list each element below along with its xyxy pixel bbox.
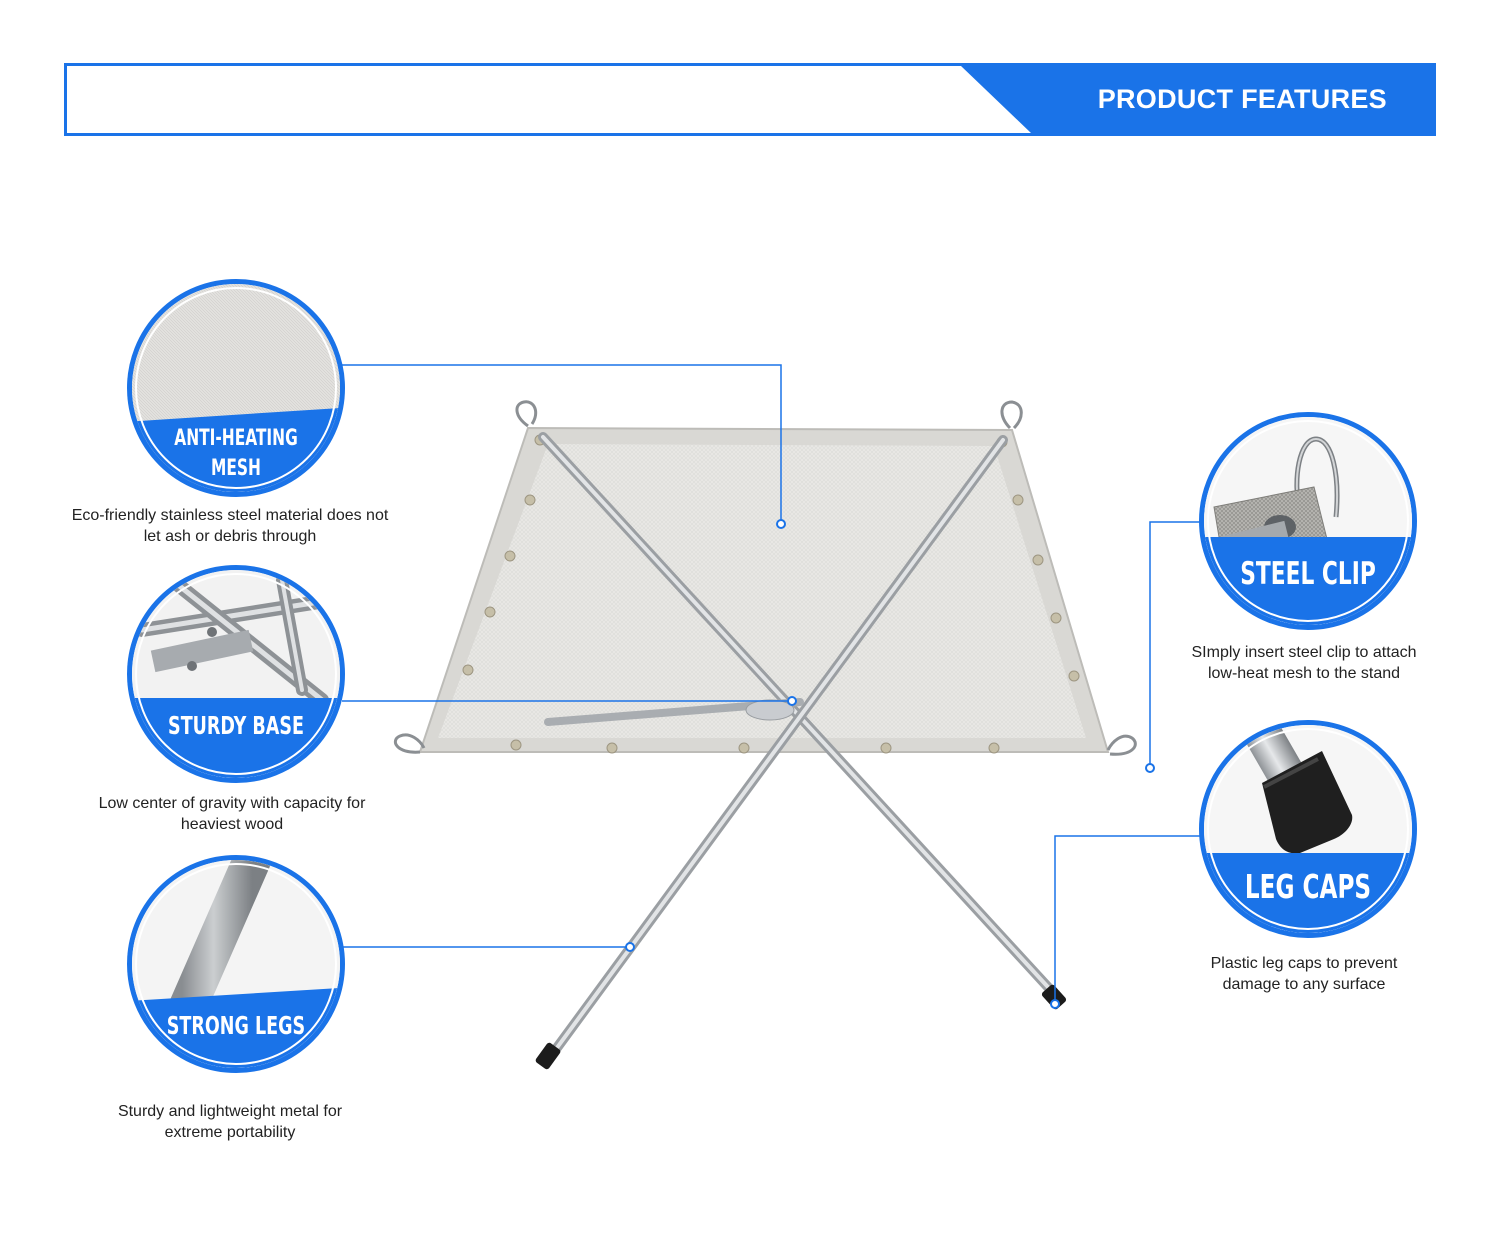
feature-circle-anti-heating-mesh: ANTI-HEATING MESH <box>127 279 345 497</box>
feature-circle-sturdy-base: STURDY BASE <box>127 565 345 783</box>
caption-line: damage to any surface <box>1222 976 1386 993</box>
feature-label: STRONG LEGS <box>166 1011 306 1040</box>
header-accent-fill <box>961 66 1433 133</box>
feature-label: STURDY BASE <box>168 711 304 740</box>
caption-line: Plastic leg caps to prevent <box>1210 955 1398 972</box>
stand-legs <box>535 432 1067 1070</box>
label-band <box>1204 537 1412 625</box>
caption-line: let ash or debris through <box>143 528 317 545</box>
feature-caption-anti-heating-mesh: Eco-friendly stainless steel material do… <box>50 505 410 547</box>
feature-caption-strong-legs: Sturdy and lightweight metal for extreme… <box>50 1101 410 1143</box>
header-banner: PRODUCT FEATURES <box>64 63 1436 136</box>
label-band <box>1204 853 1412 933</box>
feature-circle-leg-caps: LEG CAPS <box>1199 720 1417 938</box>
caption-line: Eco-friendly stainless steel material do… <box>71 507 389 524</box>
feature-caption-steel-clip: SImply insert steel clip to attach low-h… <box>1124 642 1484 684</box>
caption-line: Low center of gravity with capacity for <box>98 795 366 812</box>
caption-line: heaviest wood <box>180 816 284 833</box>
callout-lines <box>342 364 1206 1004</box>
label-band <box>132 988 340 1068</box>
corner-clips <box>394 400 1137 756</box>
feature-label: LEG CAPS <box>1244 867 1372 906</box>
feature-caption-sturdy-base: Low center of gravity with capacity for … <box>52 793 412 835</box>
feature-circle-strong-legs: STRONG LEGS <box>127 855 345 1073</box>
feature-label: STEEL CLIP <box>1240 556 1376 592</box>
callout-dots <box>625 519 1155 1009</box>
feature-label-line2: MESH <box>211 456 261 481</box>
caption-line: Sturdy and lightweight metal for <box>117 1103 343 1120</box>
feature-label-line1: ANTI-HEATING <box>174 426 298 451</box>
label-band <box>132 408 340 492</box>
feature-circle-steel-clip: STEEL CLIP <box>1199 412 1417 630</box>
caption-line: low-heat mesh to the stand <box>1207 665 1401 682</box>
caption-line: SImply insert steel clip to attach <box>1191 644 1417 661</box>
label-band <box>132 698 340 778</box>
caption-line: extreme portability <box>164 1124 296 1141</box>
feature-caption-leg-caps: Plastic leg caps to prevent damage to an… <box>1124 953 1484 995</box>
mesh-panel <box>418 426 1110 754</box>
page-title: PRODUCT FEATURES <box>1097 84 1387 114</box>
